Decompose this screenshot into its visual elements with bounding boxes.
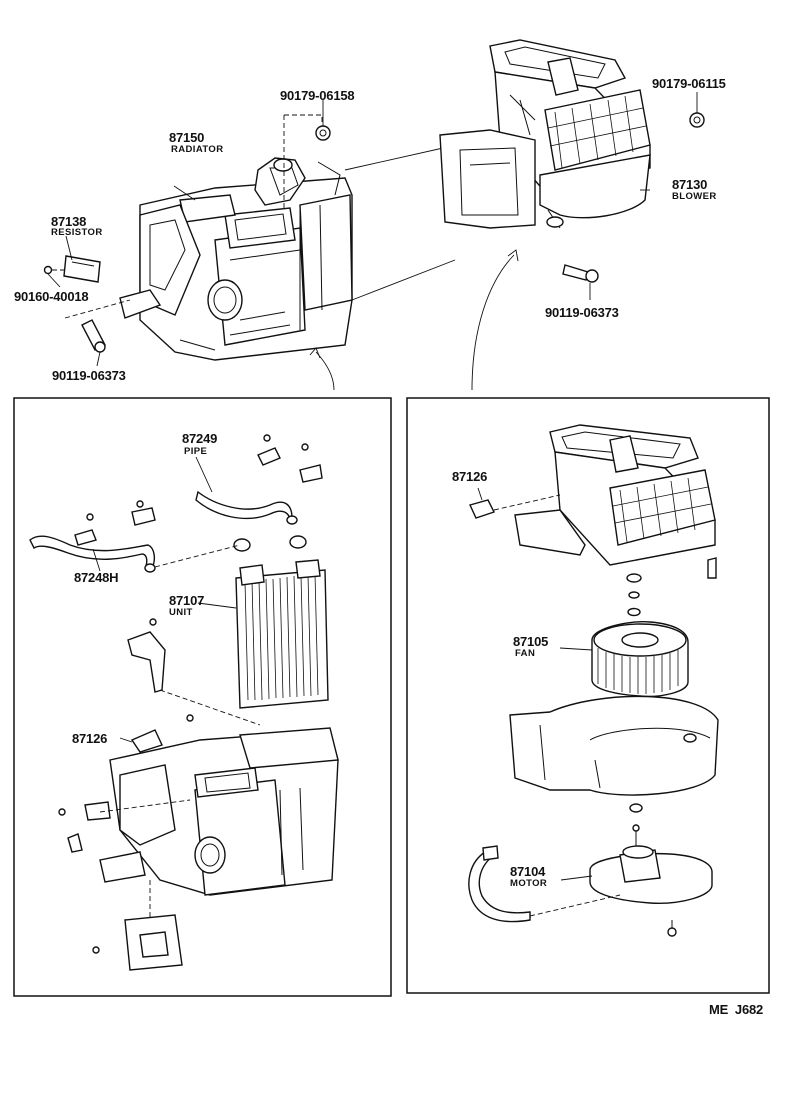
label-87107: 87107 <box>169 593 205 608</box>
label-87126-left: 87126 <box>72 731 108 746</box>
resistor-lower-drawing <box>124 914 183 971</box>
motor-washer-drawing <box>629 803 643 813</box>
bolt-right-drawing <box>562 264 599 283</box>
label-resistor: RESISTOR <box>51 227 103 238</box>
pipe-clamps-drawing <box>257 434 323 483</box>
label-90160-40018: 90160-40018 <box>14 289 89 304</box>
label-87249: 87249 <box>182 431 218 446</box>
screw-left-drawing <box>64 299 131 353</box>
heater-unit-detail-frame <box>13 397 392 997</box>
bracket-drawing <box>127 618 166 693</box>
label-87130: 87130 <box>672 177 708 192</box>
fan-washers-drawing <box>626 573 642 617</box>
seal-87126-left-drawing <box>130 729 163 753</box>
pipe-87249-drawing <box>195 490 298 525</box>
label-87150: 87150 <box>169 130 205 145</box>
nut-top-right-drawing <box>689 112 705 128</box>
blower-unit-detail-frame <box>406 397 770 994</box>
heater-housing-drawing <box>99 727 339 896</box>
label-fan: FAN <box>515 648 536 659</box>
label-87105: 87105 <box>513 634 549 649</box>
fan-87105-drawing <box>591 620 689 698</box>
label-blower: BLOWER <box>672 191 717 202</box>
label-radiator: RADIATOR <box>171 144 224 155</box>
label-90179-06158: 90179-06158 <box>280 88 355 103</box>
label-90179-06115: 90179-06115 <box>652 76 726 91</box>
blower-assembly-drawing <box>439 39 651 229</box>
heater-core-87107-drawing <box>233 535 329 709</box>
label-87104: 87104 <box>510 864 546 879</box>
label-87138: 87138 <box>51 214 87 229</box>
blower-case-lower-drawing <box>509 695 719 796</box>
label-pipe: PIPE <box>184 446 208 457</box>
label-87126-right: 87126 <box>452 469 488 484</box>
label-unit: UNIT <box>169 607 193 618</box>
resistor-drawing <box>43 255 101 283</box>
seal-87126-right-drawing <box>469 499 495 519</box>
motor-87104-drawing <box>589 824 713 904</box>
footer-code: ME J682 <box>709 1002 764 1017</box>
label-motor: MOTOR <box>510 878 548 889</box>
blower-case-upper-drawing <box>514 424 716 566</box>
label-87248h: 87248H <box>74 570 119 585</box>
hose-87248h-drawing <box>29 500 156 573</box>
label-90119-06373-left: 90119-06373 <box>52 368 126 383</box>
heater-assembly-drawing <box>119 157 353 361</box>
label-90119-06373-right: 90119-06373 <box>545 305 619 320</box>
